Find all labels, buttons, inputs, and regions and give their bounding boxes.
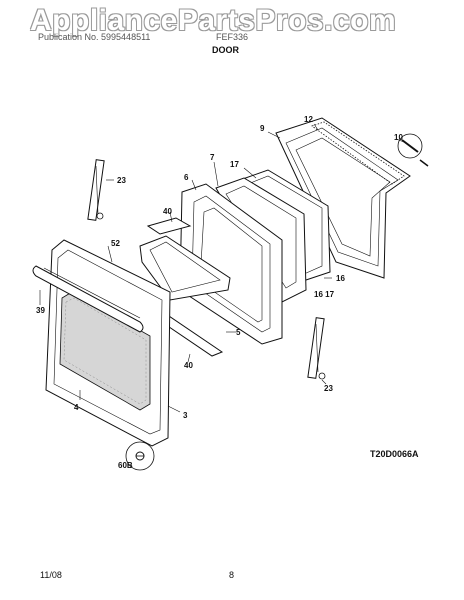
callout-60b: 60B [118,461,133,470]
callout-5: 5 [236,328,241,337]
callout-52: 52 [111,239,120,248]
callout-10: 10 [394,133,403,142]
callout-23a: 23 [117,176,126,185]
callout-6: 6 [184,173,189,182]
diagram-reference: T20D0066A [370,449,419,459]
part-gasket [311,121,405,185]
callout-12: 12 [304,115,313,124]
callout-4: 4 [74,403,79,412]
part-handle-39 [32,265,144,333]
callout-7: 7 [210,153,215,162]
callout-39: 39 [36,306,45,315]
footer-date: 11/08 [40,570,62,580]
callout-40b: 40 [184,361,193,370]
part-rail-40-upper [146,217,192,235]
callout-40a: 40 [163,207,172,216]
callout-3: 3 [183,411,188,420]
part-screw-60b [125,441,155,471]
callout-16-17: 16 17 [314,290,335,299]
model-label: FEF336 [216,32,249,42]
callout-17a: 17 [230,160,239,169]
part-glass-5 [139,235,231,301]
part-outer-panel [275,117,411,279]
watermark: AppliancePartsPros.com [30,4,397,37]
callout-16a: 16 [336,274,345,283]
publication-label: Publication No. 5995448511 [38,32,151,42]
leader-lines [39,123,405,413]
part-hinge-23-right [307,317,326,380]
callout-23b: 23 [324,384,333,393]
footer-page-number: 8 [229,570,235,580]
part-screw-10 [397,133,429,167]
callout-9: 9 [260,124,265,133]
section-title: DOOR [212,45,239,55]
part-hinge-23-left [87,159,105,221]
